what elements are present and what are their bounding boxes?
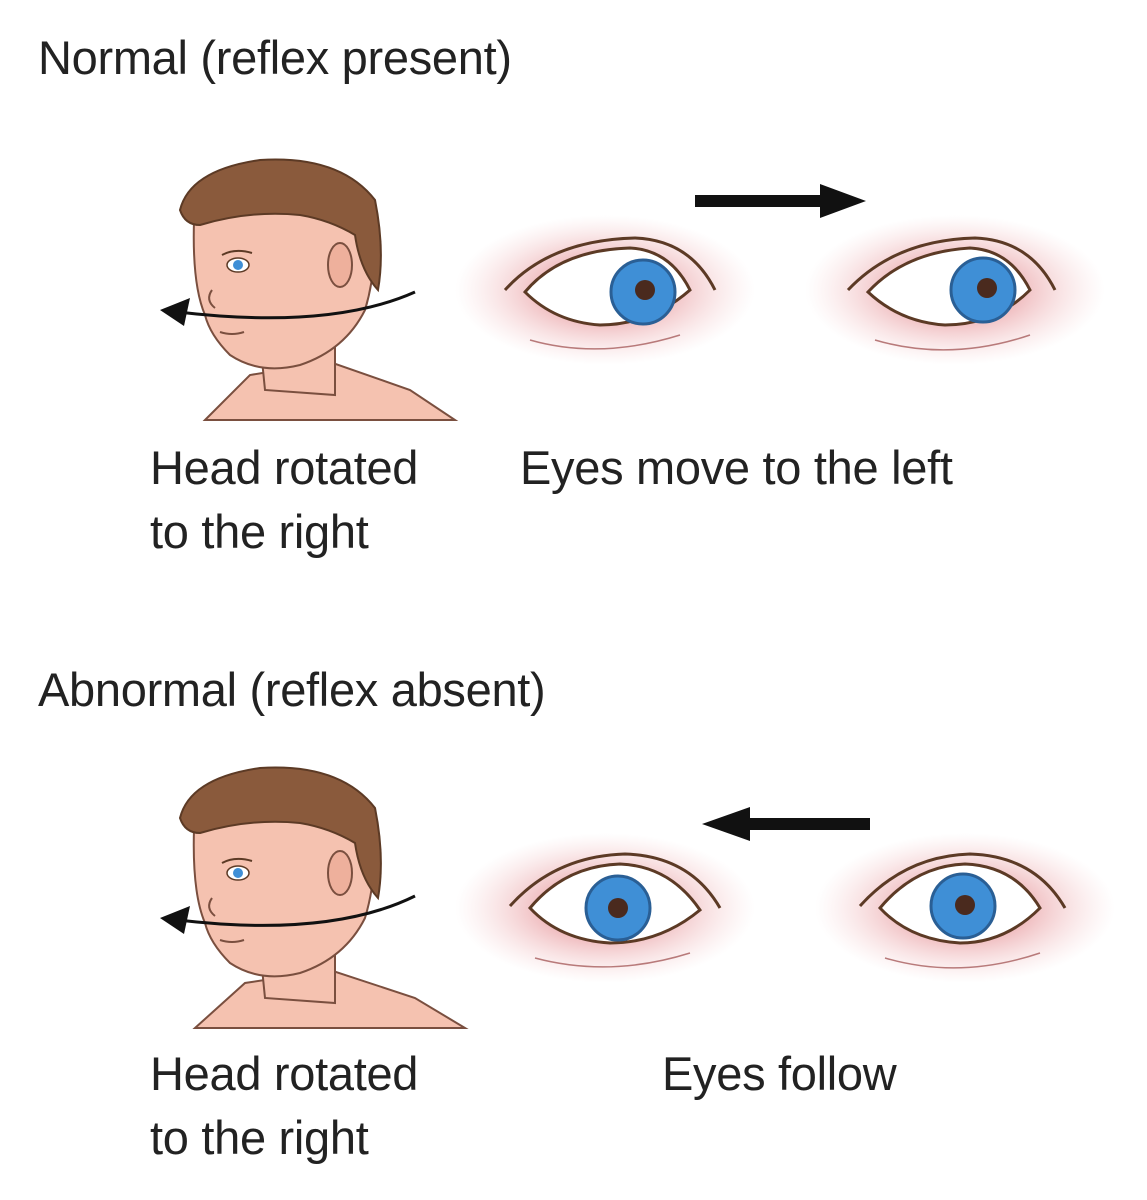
normal-eyes-caption: Eyes move to the left (520, 441, 953, 494)
head-iris (233, 260, 243, 270)
ear (327, 850, 353, 896)
head-illustration (178, 766, 469, 1029)
normal-illustration (160, 158, 1105, 421)
normal-head-caption: Head rotated to the right (150, 436, 418, 564)
left-eye-illustration (455, 833, 755, 983)
head-caption-line: Head rotated (150, 441, 419, 494)
right-arrow-icon (695, 184, 866, 218)
pupil (955, 895, 975, 915)
head-caption-line: to the right (150, 505, 369, 558)
head-caption-line: to the right (150, 1111, 369, 1164)
left-eye-illustration (455, 215, 755, 365)
rotation-arrow-icon (160, 290, 416, 326)
rotation-arrow-icon (160, 894, 416, 934)
head-caption-line: Head rotated (150, 1047, 419, 1100)
abnormal-illustration (160, 766, 1115, 1029)
head-iris (233, 868, 243, 878)
ear (327, 242, 353, 288)
abnormal-eyes-caption: Eyes follow (662, 1047, 897, 1100)
pupil (608, 898, 628, 918)
eyebrow (221, 249, 253, 256)
abnormal-head-caption: Head rotated to the right (150, 1042, 418, 1170)
right-eye-illustration (815, 833, 1115, 983)
eyebrow (221, 857, 253, 864)
hair (178, 158, 382, 293)
head-illustration (178, 158, 459, 421)
left-arrow-icon (702, 807, 870, 841)
mouth (219, 939, 245, 943)
nose (208, 289, 216, 309)
mouth (219, 331, 245, 335)
hair (178, 766, 382, 901)
abnormal-heading: Abnormal (reflex absent) (38, 663, 546, 716)
pupil (977, 278, 997, 298)
right-eye-illustration (805, 215, 1105, 365)
pupil (635, 280, 655, 300)
normal-heading: Normal (reflex present) (38, 31, 512, 84)
nose (208, 897, 216, 917)
